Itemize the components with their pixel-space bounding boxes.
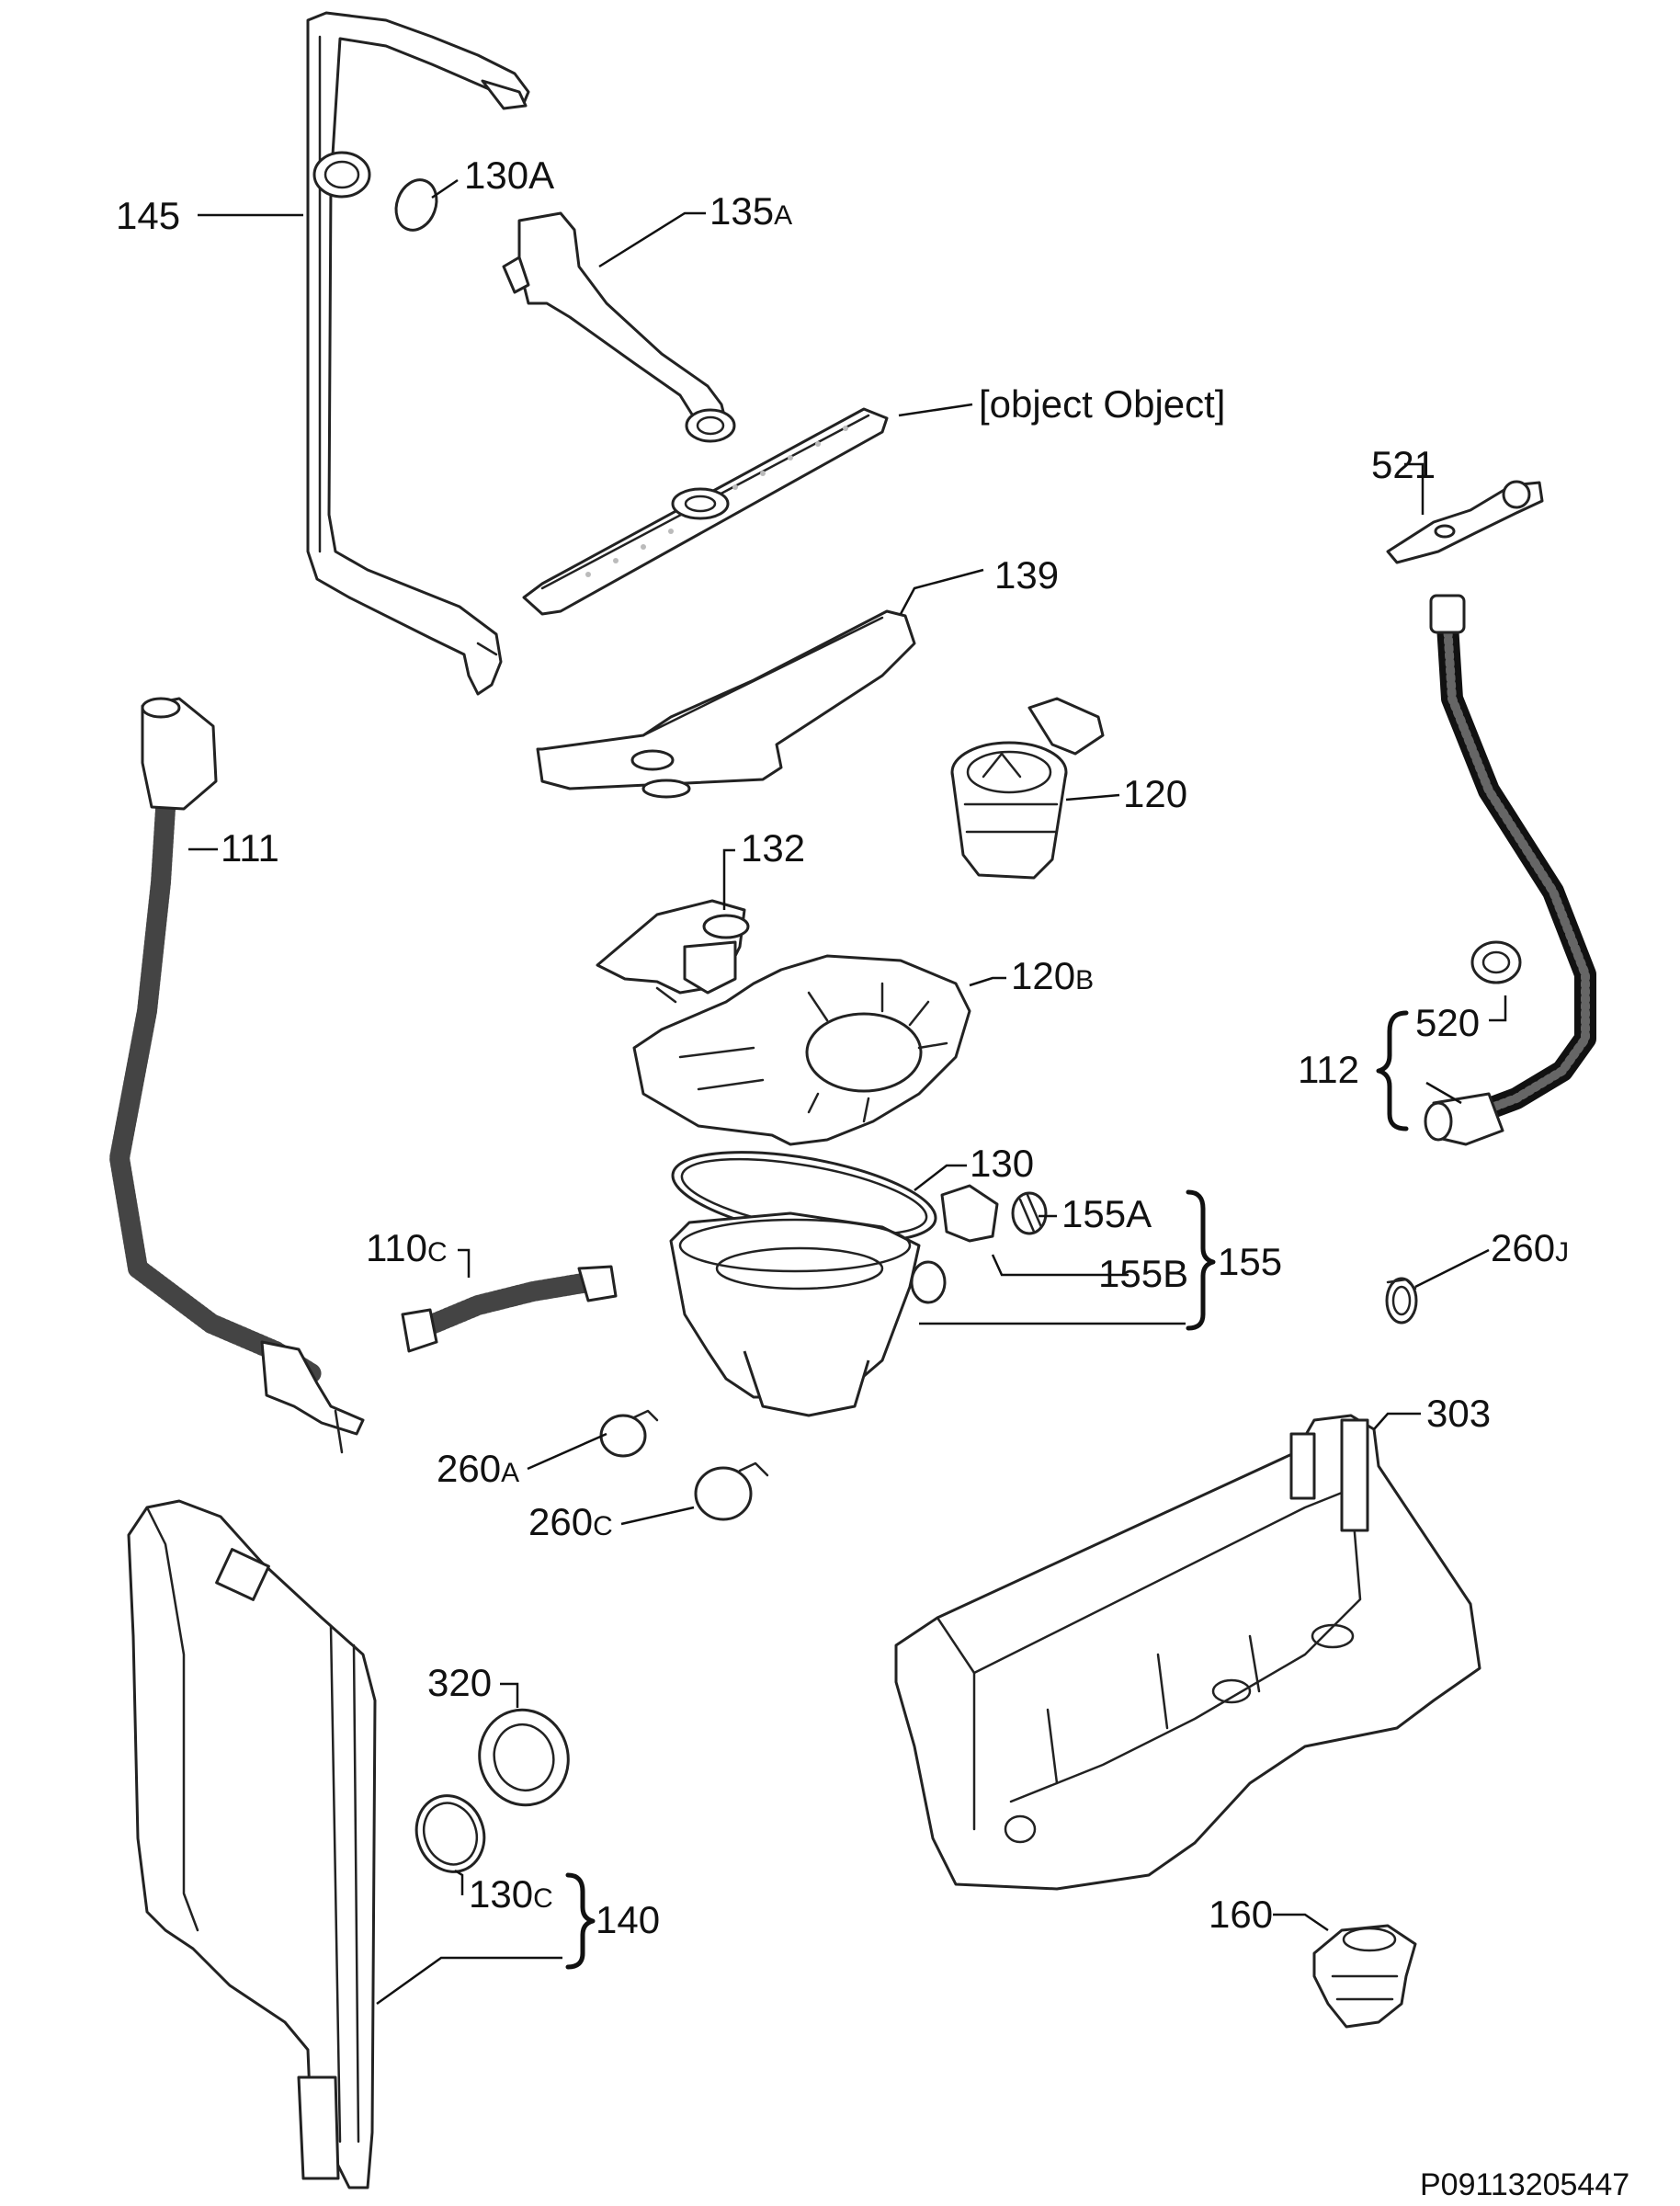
- label-120b: 120B: [1011, 954, 1094, 997]
- label-139a: [object Object]: [979, 382, 1225, 426]
- part-135a-feed-pipe: [502, 211, 736, 443]
- group-braces: [565, 1010, 1409, 1970]
- label-139: 139: [994, 553, 1059, 597]
- part-112-drain-hose: [1424, 594, 1596, 1146]
- part-130c-seal-ring: [414, 1794, 486, 1873]
- part-140-side-panel: [127, 1499, 377, 2189]
- part-260c-clamp: [694, 1461, 769, 1521]
- part-139a-upper-spray-arm: [522, 407, 889, 616]
- label-155: 155: [1218, 1240, 1282, 1283]
- label-130a: 130A: [464, 154, 554, 197]
- label-132: 132: [741, 826, 805, 870]
- part-520-clip: [1470, 940, 1522, 984]
- label-155a: 155A: [1061, 1192, 1152, 1235]
- brace-112: [1376, 1010, 1409, 1131]
- part-145-upper-spray-pipe: [306, 11, 530, 696]
- part-120-filter: [950, 697, 1105, 880]
- document-id: P09113205447: [1420, 2167, 1629, 2202]
- label-135a: 135A: [709, 189, 792, 233]
- label-140: 140: [596, 1898, 660, 1941]
- part-130a-o-ring: [394, 178, 438, 232]
- label-160: 160: [1209, 1893, 1273, 1936]
- label-145: 145: [116, 194, 180, 237]
- label-260a: 260A: [437, 1447, 519, 1490]
- label-155b: 155B: [1098, 1252, 1188, 1295]
- label-260j: 260J: [1491, 1226, 1569, 1269]
- part-labels: 145 130A 135A [object Object] 139 521 11…: [116, 154, 1629, 2202]
- part-155-sump-assembly: [669, 1184, 1048, 1417]
- label-303: 303: [1426, 1392, 1491, 1435]
- part-111-inlet-hose: [109, 697, 365, 1454]
- label-520: 520: [1415, 1001, 1480, 1044]
- part-132-sensor-bracket: [596, 899, 750, 1004]
- label-260c: 260C: [528, 1500, 613, 1543]
- brace-140: [565, 1872, 596, 1970]
- part-260j-clamp: [1385, 1277, 1418, 1325]
- part-160-pump: [1312, 1924, 1417, 2029]
- part-320-seal: [478, 1708, 570, 1807]
- label-120: 120: [1123, 772, 1187, 815]
- label-110c: 110C: [366, 1226, 448, 1269]
- label-521: 521: [1371, 443, 1436, 486]
- label-112: 112: [1298, 1048, 1359, 1091]
- label-130: 130: [970, 1142, 1034, 1185]
- part-120b-filter-plate: [632, 954, 971, 1146]
- label-320: 320: [427, 1661, 492, 1704]
- label-111: 111: [221, 826, 279, 870]
- part-521-clamp: [1386, 480, 1544, 564]
- part-110c-hose: [401, 1265, 618, 1353]
- part-303-base-tray: [894, 1414, 1481, 1891]
- label-130c: 130C: [469, 1872, 553, 1916]
- leader-lines: [188, 178, 1507, 2006]
- part-260a-clamp: [599, 1409, 659, 1458]
- part-139-lower-spray-arm: [536, 609, 916, 799]
- brace-155: [1186, 1189, 1216, 1331]
